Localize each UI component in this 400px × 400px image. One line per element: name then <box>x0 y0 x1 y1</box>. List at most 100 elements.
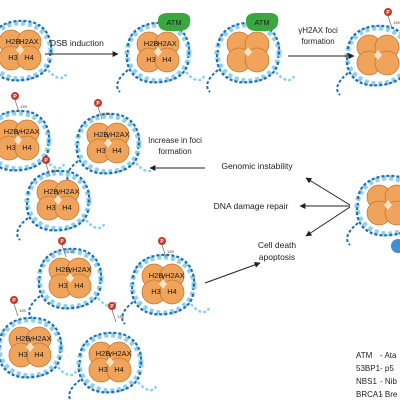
legend-definition: - Bre <box>380 390 398 399</box>
h2b-label: H2B <box>144 39 159 48</box>
histone-core-center <box>154 47 162 57</box>
histone-subunit <box>374 50 400 76</box>
dna-strand <box>97 297 118 308</box>
phospho-dot <box>58 237 66 245</box>
dna-strand <box>85 219 106 230</box>
phospho-dot <box>108 302 116 310</box>
phospho-letter: P <box>386 10 390 16</box>
phospho-site-label: 139 <box>19 308 26 313</box>
phospho-site-label: 139 <box>67 249 74 254</box>
nucleosome-12 <box>346 174 400 246</box>
dna-strand <box>206 69 219 93</box>
nucleosome-3 <box>206 21 296 93</box>
phospho-letter: P <box>60 239 64 245</box>
increase-foci-label: Increase in foci <box>148 136 202 145</box>
dna-repair-label: DNA damage repair <box>214 201 289 211</box>
phospho-dot <box>10 296 18 304</box>
arrow-to-genomic-instability <box>305 177 351 206</box>
gamma-h2ax-label: γH2AX <box>28 334 51 343</box>
dna-strand <box>0 316 63 354</box>
dna-strand <box>137 381 158 392</box>
gamma-h2ax-label: γH2AX <box>16 127 39 136</box>
arrow-to-cell-death <box>305 206 351 237</box>
dna-strand <box>57 366 78 377</box>
phospho-site-label: 139 <box>51 168 58 173</box>
cell-death-label: Cell death <box>258 240 297 250</box>
dna-strand <box>336 72 349 96</box>
histone-core-center <box>104 138 112 148</box>
h2ax-label: H2AX <box>19 37 39 46</box>
histone-core-center <box>159 279 167 289</box>
h2b-label: H2B <box>4 127 19 136</box>
h4-label: H4 <box>162 55 172 64</box>
phospho-site-label: 139 <box>393 20 400 25</box>
dna-strand <box>354 175 400 237</box>
h3-label: H3 <box>18 350 28 359</box>
dna-strand <box>76 112 141 150</box>
h4-label: H4 <box>112 146 122 155</box>
histone-core-center <box>244 47 252 57</box>
genomic-instability-label: Genomic instability <box>221 161 293 171</box>
dna-strand <box>47 69 68 80</box>
gamma-h2ax-label: γH2AX <box>68 265 91 274</box>
h4-label: H4 <box>62 203 72 212</box>
phospho-stem <box>97 106 103 120</box>
dna-strand <box>28 295 41 319</box>
histone-subunit <box>66 273 92 299</box>
h2b-label: H2B <box>96 349 111 358</box>
phospho-stem <box>13 303 19 317</box>
legend-definition: - Ata <box>380 351 397 360</box>
legend-abbr: BRCA1 <box>356 390 383 399</box>
nucleosome-4 <box>336 24 400 96</box>
dna-strand <box>38 247 103 285</box>
legend: ATM - Ata 53BP1 - p5 NBS1 - Nib BRCA1 - … <box>356 351 398 399</box>
h4-label: H4 <box>167 287 177 296</box>
phospho-site-label: 139 <box>117 314 124 319</box>
h2b-label: H2B <box>149 271 164 280</box>
h2ax-label: H2AX <box>157 39 177 48</box>
histone-subunit <box>26 342 52 368</box>
phospho-dot <box>384 8 392 16</box>
h2b-label: H2B <box>44 187 59 196</box>
h3-label: H3 <box>6 143 16 152</box>
histone-subunit <box>154 47 180 73</box>
histone-core-center <box>374 50 382 60</box>
gamma-h2ax-label: γH2AX <box>161 271 184 280</box>
dna-strand <box>78 331 143 369</box>
histone-core-center <box>16 45 24 55</box>
histone-subunit <box>14 135 40 161</box>
h4-label: H4 <box>22 143 32 152</box>
legend-abbr: ATM <box>356 351 373 360</box>
dna-strand <box>16 217 29 241</box>
phospho-dot <box>158 237 166 245</box>
histone-subunit <box>244 47 270 73</box>
dna-strand <box>346 222 359 246</box>
h4-label: H4 <box>114 365 124 374</box>
phospho-stem <box>161 244 167 258</box>
phospho-site-label: 139 <box>167 249 174 254</box>
h3-label: H3 <box>8 53 18 62</box>
phospho-dot <box>94 99 102 107</box>
dna-strand <box>190 303 211 314</box>
dna-strand <box>275 71 296 82</box>
phospho-letter: P <box>44 158 48 164</box>
h3-label: H3 <box>98 365 108 374</box>
h3-label: H3 <box>46 203 56 212</box>
phospho-letter: P <box>13 94 17 100</box>
dna-strand <box>356 174 400 200</box>
histone-core-center <box>14 135 22 145</box>
gamma-h2ax-label: γH2AX <box>56 187 79 196</box>
h3-label: H3 <box>146 55 156 64</box>
legend-definition: - Nib <box>380 377 397 386</box>
phospho-stem <box>14 99 20 113</box>
histone-subunit <box>16 45 42 71</box>
atm-label: ATM <box>254 18 269 27</box>
